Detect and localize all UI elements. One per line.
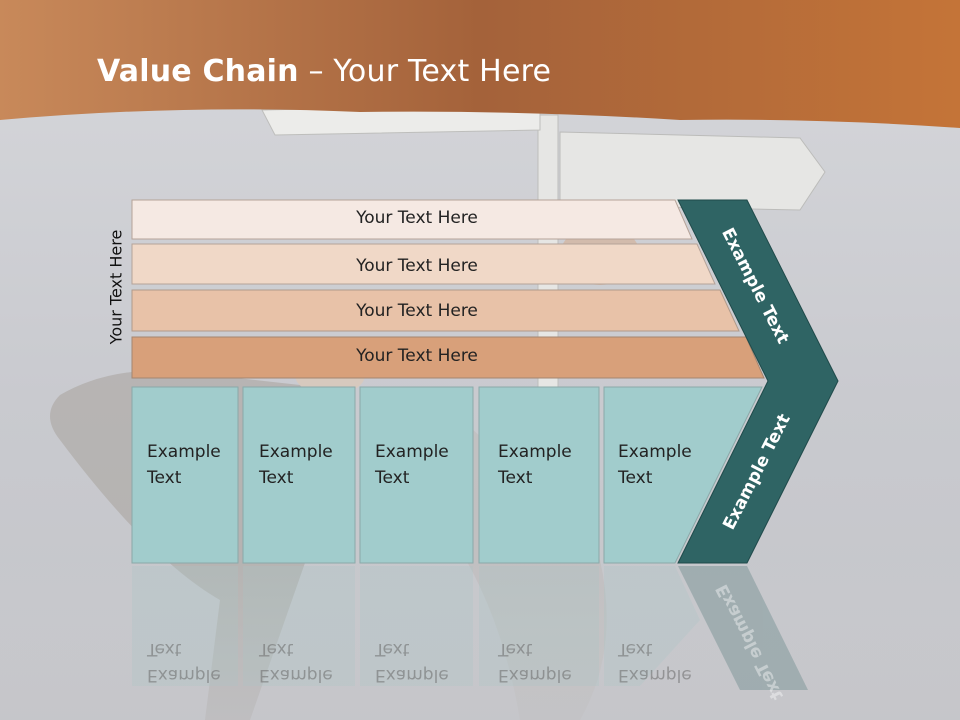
band-label-1: Your Text Here xyxy=(356,208,478,228)
cell-label-2: Example Text xyxy=(259,439,354,491)
header-band xyxy=(0,0,960,128)
title-rest: – Your Text Here xyxy=(298,54,552,89)
cell-3 xyxy=(359,386,474,564)
band-label-3: Your Text Here xyxy=(356,301,478,321)
cell-5 xyxy=(603,386,763,564)
band-1 xyxy=(131,199,693,240)
cell-label-3: Example Text xyxy=(375,439,470,491)
sign-arrow-right xyxy=(559,131,826,211)
margin-chevron xyxy=(677,199,839,564)
cell-label-4-line1: Example xyxy=(498,442,572,462)
cell-label-3-line2: Text xyxy=(375,468,410,488)
band-3 xyxy=(131,289,740,332)
title-bold: Value Chain xyxy=(97,54,299,89)
page-title: Value Chain – Your Text Here xyxy=(97,54,551,89)
band-4 xyxy=(131,336,765,379)
cell-label-5-line1: Example xyxy=(618,442,692,462)
band-label-2: Your Text Here xyxy=(356,256,478,276)
cell-label-4: Example Text xyxy=(498,439,593,491)
cell-label-2-line1: Example xyxy=(259,442,333,462)
cell-label-1-line1: Example xyxy=(147,442,221,462)
band-label-4: Your Text Here xyxy=(356,346,478,366)
side-label: Your Text Here xyxy=(106,229,126,345)
cell-label-5: Example Text xyxy=(618,439,713,491)
cell-label-2-line2: Text xyxy=(259,468,294,488)
cell-label-4-line2: Text xyxy=(498,468,533,488)
cell-label-1: Example Text xyxy=(147,439,242,491)
cell-label-5-line2: Text xyxy=(618,468,653,488)
cell-label-3-line1: Example xyxy=(375,442,449,462)
band-2 xyxy=(131,243,716,285)
cell-4 xyxy=(478,386,600,564)
cell-1 xyxy=(131,386,239,564)
cell-label-1-line2: Text xyxy=(147,468,182,488)
reflection xyxy=(132,566,808,690)
cell-2 xyxy=(242,386,356,564)
